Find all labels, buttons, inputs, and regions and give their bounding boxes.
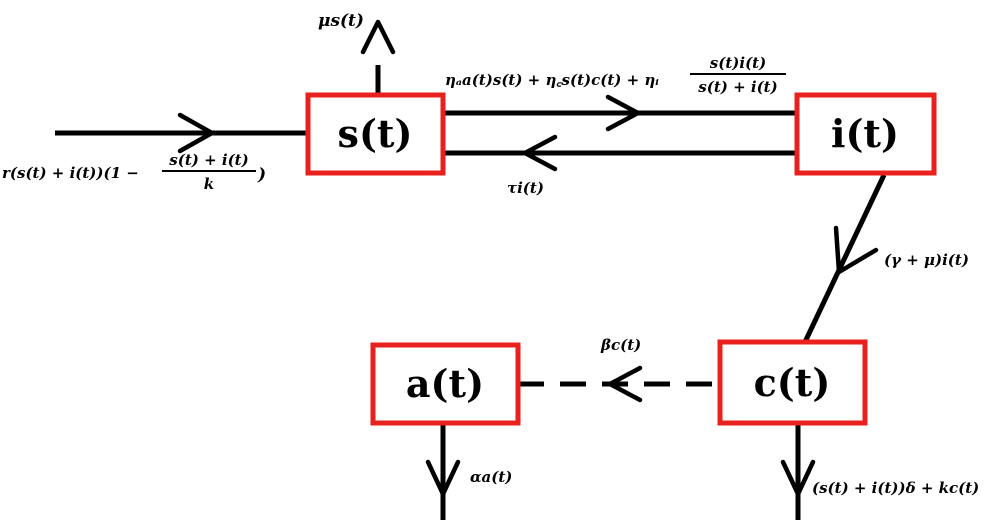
infection-arrowhead (605, 94, 641, 132)
node-a-label: a(t) (406, 361, 484, 406)
i-to-c-edge (802, 173, 887, 344)
i-to-c-arrowhead (833, 225, 879, 275)
node-a-box (370, 342, 521, 426)
node-c-label: c(t) (754, 360, 831, 405)
infection-rate-label: ηₐa(t)s(t) + η꜀s(t)c(t) + ηᵢ (445, 71, 659, 89)
infection-frac-denominator: s(t) + i(t) (698, 78, 777, 96)
s-death-label: μs(t) (318, 11, 364, 31)
a-out-rate-label: αa(t) (470, 468, 512, 486)
node-s-label: s(t) (338, 111, 413, 156)
infection-frac-numerator: s(t)i(t) (710, 54, 766, 72)
c-to-a-rate-label: βc(t) (600, 336, 641, 354)
s-death-arrowhead (360, 19, 396, 55)
birth-arrowhead (177, 112, 215, 154)
birth-frac-denominator: k (204, 175, 214, 193)
birth-frac-numerator: s(t) + i(t) (169, 151, 248, 169)
birth-close-paren: ) (257, 165, 266, 185)
node-s-box (305, 92, 446, 176)
c-out-rate-label: (s(t) + i(t))δ + kc(t) (812, 479, 979, 497)
a-out-arrowhead (425, 459, 461, 497)
recovery-rate-label: τi(t) (507, 179, 544, 197)
recovery-arrowhead (522, 134, 558, 172)
c-out-arrowhead (780, 459, 816, 497)
c-to-a-arrowhead (607, 365, 643, 403)
node-i-box (794, 92, 937, 176)
node-c-box (717, 339, 868, 426)
birth-rate-label: r(s(t) + i(t))(1 − (2, 164, 139, 182)
node-i-label: i(t) (831, 111, 899, 156)
i-to-c-rate-label: (γ + μ)i(t) (884, 251, 969, 269)
